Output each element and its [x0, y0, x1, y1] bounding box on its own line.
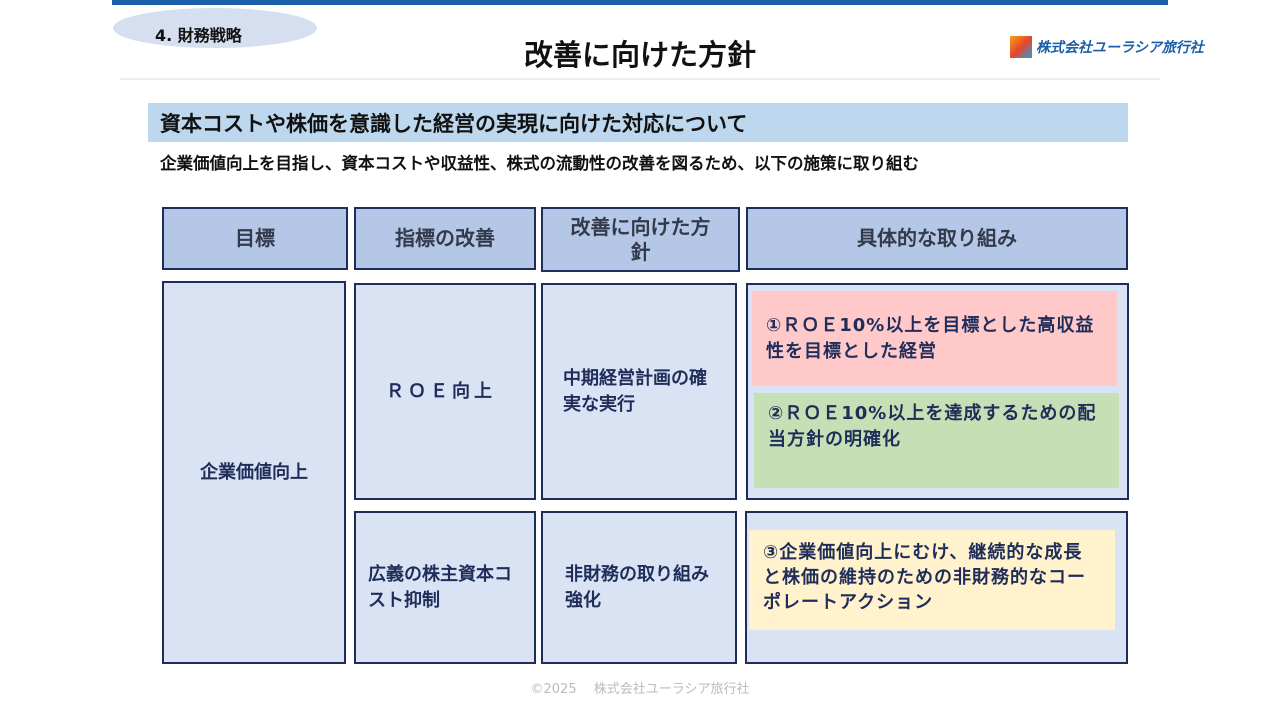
header-indicator: 指標の改善 [354, 207, 536, 270]
divider [120, 78, 1160, 80]
section-banner: 資本コストや株価を意識した経営の実現に向けた対応について [148, 103, 1128, 142]
copyright-footer: ©2025 株式会社ユーラシア旅行社 [530, 682, 750, 697]
subtitle: 企業価値向上を目指し、資本コストや収益性、株式の流動性の改善を図るため、以下の施… [160, 154, 919, 173]
action-item-3: ③企業価値向上にむけ、継続的な成長と株価の維持のための非財務的なコーポレートアク… [749, 530, 1115, 630]
policy-cell-1: 中期経営計画の確実な実行 [541, 283, 737, 500]
top-bar [112, 0, 1168, 5]
company-logo: 株式会社ユーラシア旅行社 [1010, 36, 1204, 58]
section-label: 4. 財務戦略 [113, 8, 317, 48]
indicator-cell-2: 広義の株主資本コスト抑制 [354, 511, 536, 664]
page-title: 改善に向けた方針 [523, 38, 756, 72]
header-goal: 目標 [162, 207, 348, 270]
goal-cell: 企業価値向上 [162, 281, 346, 664]
indicator-cell-1: ＲＯＥ向上 [354, 283, 536, 500]
logo-text: 株式会社ユーラシア旅行社 [1036, 40, 1204, 56]
header-actions: 具体的な取り組み [746, 207, 1128, 270]
policy-cell-2: 非財務の取り組み強化 [541, 511, 737, 664]
action-item-1: ①ＲＯＥ10%以上を目標とした高収益性を目標とした経営 [752, 291, 1117, 386]
header-policy: 改善に向けた方針 [541, 207, 740, 272]
logo-icon [1010, 36, 1032, 58]
action-item-2: ②ＲＯＥ10%以上を達成するための配当方針の明確化 [754, 393, 1119, 488]
